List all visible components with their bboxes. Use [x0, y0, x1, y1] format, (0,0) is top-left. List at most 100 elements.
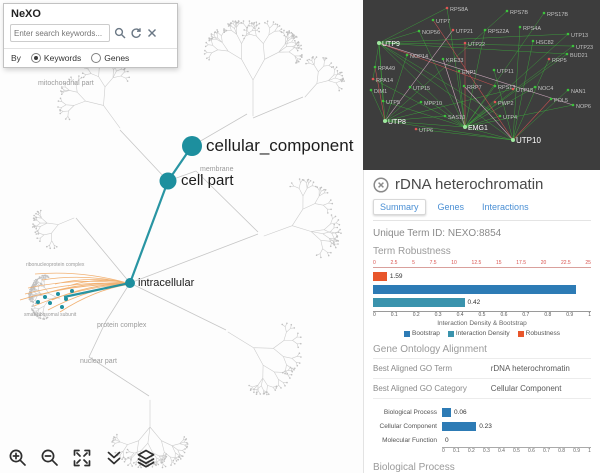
gene-node[interactable] [383, 119, 387, 123]
gene-label[interactable]: RPS4A [523, 26, 541, 32]
gene-node[interactable] [381, 99, 385, 103]
gene-label[interactable]: UTP13 [571, 33, 588, 39]
gene-node[interactable] [492, 68, 496, 72]
ontology-node-cell-part[interactable] [159, 172, 177, 190]
gene-node[interactable] [498, 114, 502, 118]
gene-label[interactable]: UTP23 [576, 45, 593, 51]
gene-node[interactable] [483, 28, 487, 32]
gene-node[interactable] [531, 39, 535, 43]
gene-label[interactable]: UTP10 [516, 136, 541, 145]
gene-node[interactable] [511, 138, 515, 142]
gene-node[interactable] [511, 87, 515, 91]
radio-genes[interactable]: Genes [91, 53, 129, 63]
collapse-all-button[interactable] [104, 448, 124, 468]
gene-label[interactable]: PWP2 [498, 101, 514, 107]
gene-label[interactable]: SAS10 [448, 115, 465, 121]
gene-label[interactable]: NOP14 [410, 54, 428, 60]
gene-node[interactable] [431, 18, 435, 22]
gene-node[interactable] [377, 41, 381, 45]
gene-label[interactable]: UTP9 [382, 41, 400, 48]
gene-node[interactable] [571, 44, 575, 48]
fit-to-screen-button[interactable] [72, 448, 92, 468]
gene-label[interactable]: EMG1 [468, 125, 488, 132]
search-input[interactable] [10, 24, 110, 42]
gene-node[interactable] [408, 85, 412, 89]
gene-label[interactable]: UTP7 [436, 19, 450, 25]
gene-label[interactable]: ENP1 [462, 70, 476, 76]
gene-label[interactable]: RPS8A [450, 7, 468, 13]
gene-label[interactable]: UTP8 [388, 119, 406, 126]
gene-node[interactable] [457, 69, 461, 73]
gene-label[interactable]: UTP11 [497, 69, 514, 75]
gene-node[interactable] [445, 6, 449, 10]
tab-interactions[interactable]: Interactions [482, 202, 529, 212]
gene-label[interactable]: RPS22A [488, 29, 509, 35]
gene-node[interactable] [463, 125, 467, 129]
gene-node[interactable] [518, 25, 522, 29]
search-icon[interactable] [114, 27, 126, 39]
layers-button[interactable] [136, 448, 156, 468]
gene-node[interactable] [373, 65, 377, 69]
gene-node[interactable] [371, 77, 375, 81]
gene-node[interactable] [565, 52, 569, 56]
gene-label[interactable]: RPA14 [376, 78, 393, 84]
gene-node[interactable] [566, 32, 570, 36]
gene-label[interactable]: KRE33 [446, 58, 463, 64]
gene-label[interactable]: UTP5 [386, 100, 400, 106]
gene-node[interactable] [505, 9, 509, 13]
gene-label[interactable]: UTP6 [419, 128, 433, 134]
gene-label[interactable]: NOP56 [422, 30, 440, 36]
gene-label[interactable]: UTP15 [413, 86, 430, 92]
gene-label[interactable]: MPP10 [424, 101, 442, 107]
cluster-node[interactable] [36, 300, 40, 304]
ontology-label-cell-part[interactable]: cell part [181, 172, 234, 189]
gene-node[interactable] [463, 41, 467, 45]
gene-label[interactable]: UTP21 [456, 29, 473, 35]
zoom-out-button[interactable] [40, 448, 60, 468]
ontology-canvas[interactable]: NeXO By Keywords Genes [0, 0, 363, 473]
gene-label[interactable]: DIM1 [374, 89, 387, 95]
gene-node[interactable] [493, 84, 497, 88]
gene-node[interactable] [533, 85, 537, 89]
gene-node[interactable] [542, 11, 546, 15]
cluster-node[interactable] [56, 292, 60, 296]
gene-node[interactable] [547, 57, 551, 61]
gene-label[interactable]: RPS13 [498, 85, 515, 91]
gene-label[interactable]: HSC82 [536, 40, 554, 46]
ontology-node-intracellular[interactable] [125, 278, 135, 288]
cluster-node[interactable] [48, 301, 52, 305]
cluster-node[interactable] [60, 305, 64, 309]
gene-label[interactable]: POL5 [554, 98, 568, 104]
cluster-node[interactable] [64, 297, 68, 301]
ontology-label-cellular-component[interactable]: cellular_component [206, 136, 354, 155]
reset-icon[interactable] [130, 27, 142, 39]
gene-node[interactable] [571, 103, 575, 107]
gene-node[interactable] [451, 28, 455, 32]
ontology-node-cellular-component[interactable] [182, 136, 202, 156]
zoom-in-button[interactable] [8, 448, 28, 468]
gene-node[interactable] [405, 53, 409, 57]
gene-label[interactable]: BUD21 [570, 53, 588, 59]
cluster-node[interactable] [70, 289, 74, 293]
gene-node[interactable] [414, 127, 418, 131]
gene-label[interactable]: RRP7 [467, 85, 482, 91]
gene-node[interactable] [443, 114, 447, 118]
tab-genes[interactable]: Genes [437, 202, 465, 212]
ontology-label-intracellular[interactable]: intracellular [138, 277, 195, 289]
gene-label[interactable]: NOP6 [576, 104, 591, 110]
gene-node[interactable] [493, 100, 497, 104]
gene-node[interactable] [419, 100, 423, 104]
gene-label[interactable]: NAN1 [571, 89, 586, 95]
gene-node[interactable] [417, 29, 421, 33]
gene-label[interactable]: RRP5 [552, 58, 567, 64]
gene-label[interactable]: UTP4 [503, 115, 517, 121]
gene-node[interactable] [369, 88, 373, 92]
clear-icon[interactable] [146, 27, 158, 39]
gene-node[interactable] [462, 84, 466, 88]
gene-label[interactable]: RPA49 [378, 66, 395, 72]
gene-node[interactable] [566, 88, 570, 92]
gene-label[interactable]: UTP22 [468, 42, 485, 48]
close-icon[interactable] [373, 176, 389, 193]
cluster-node[interactable] [43, 295, 47, 299]
